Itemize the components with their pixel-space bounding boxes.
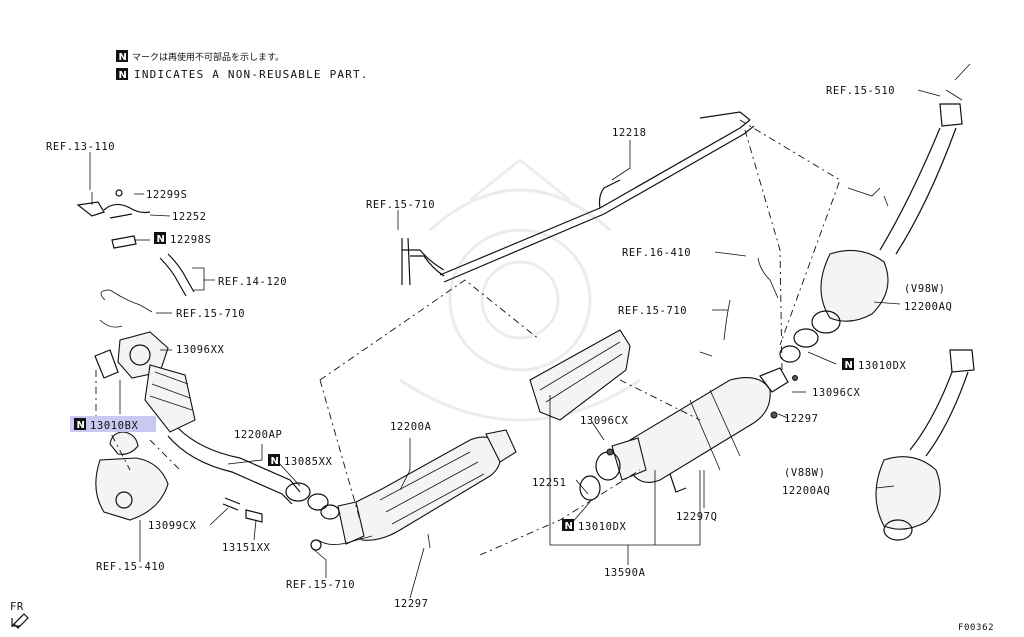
label-ref-15-410[interactable]: REF.15-410 — [96, 561, 165, 573]
label-12200a[interactable]: 12200A — [390, 421, 432, 433]
label-12252[interactable]: 12252 — [172, 211, 207, 223]
n-box-icon — [154, 232, 166, 244]
front-indicator: FR — [10, 601, 29, 629]
label-12298s[interactable]: 12298S — [170, 234, 212, 246]
catalytic-converter-12200a[interactable] — [310, 429, 517, 551]
label-13099cx[interactable]: 13099CX — [148, 520, 197, 532]
label-ref-15-710[interactable]: REF.15-710 — [618, 305, 687, 317]
bracket-13590a — [549, 395, 701, 565]
label-v88w: (V88W) — [784, 467, 826, 479]
front-pipe-assembly[interactable] — [76, 189, 340, 523]
fr-label: FR — [10, 601, 24, 613]
n-mark: N — [119, 52, 127, 63]
catalytic-converter-v98w[interactable] — [757, 63, 971, 363]
label-ref-16-410[interactable]: REF.16-410 — [622, 247, 691, 259]
legend-jp: マークは再使用不可部品を示します。 — [132, 51, 284, 63]
legend: N マークは再使用不可部品を示します。 N INDICATES A NON-RE… — [116, 50, 369, 81]
label-13096cx[interactable]: 13096CX — [580, 415, 629, 427]
label-12297q[interactable]: 12297Q — [676, 511, 718, 523]
n-mark: N — [157, 234, 165, 245]
label-ref-15-710[interactable]: REF.15-710 — [286, 579, 355, 591]
fr-arrow-icon — [13, 613, 29, 629]
label-12200aq[interactable]: 12200AQ — [904, 301, 952, 313]
label-ref-15-710[interactable]: REF.15-710 — [176, 308, 245, 320]
n-mark: N — [119, 70, 127, 81]
label-13010bx[interactable]: 13010BX — [90, 420, 139, 432]
tube-assembly-12218[interactable] — [401, 111, 755, 286]
dpf-assembly-13590a[interactable] — [529, 299, 798, 501]
label-13590a[interactable]: 13590A — [604, 567, 646, 579]
n-box-icon — [116, 50, 128, 62]
highlight-13010bx — [70, 416, 156, 432]
label-12218[interactable]: 12218 — [612, 127, 647, 139]
legend-en: INDICATES A NON-REUSABLE PART. — [134, 68, 369, 81]
label-13010dx[interactable]: 13010DX — [578, 521, 627, 533]
n-box-icon — [74, 418, 86, 430]
label-13096xx[interactable]: 13096XX — [176, 344, 225, 356]
n-box-icon — [116, 68, 128, 80]
label-ref-15-510[interactable]: REF.15-510 — [826, 85, 895, 97]
label-13151xx[interactable]: 13151XX — [222, 542, 271, 554]
label-13096cx[interactable]: 13096CX — [812, 387, 861, 399]
label-13010dx[interactable]: 13010DX — [858, 360, 907, 372]
label-12299s[interactable]: 12299S — [146, 189, 188, 201]
n-mark: N — [77, 420, 85, 431]
label-13085xx[interactable]: 13085XX — [284, 456, 333, 468]
label-ref-15-710[interactable]: REF.15-710 — [366, 199, 435, 211]
label-12297[interactable]: 12297 — [394, 598, 429, 610]
n-mark: N — [565, 521, 573, 532]
label-12200ap[interactable]: 12200AP — [234, 429, 282, 441]
label-v98w: (V98W) — [904, 283, 946, 295]
n-mark: N — [271, 456, 279, 467]
watermark-emblem — [399, 158, 641, 422]
label-ref-14-120[interactable]: REF.14-120 — [218, 276, 287, 288]
label-12200aq[interactable]: 12200AQ — [782, 485, 830, 497]
catalytic-converter-v88w[interactable] — [875, 349, 975, 541]
n-box-icon — [842, 358, 854, 370]
leader-lines — [89, 89, 941, 599]
label-12297[interactable]: 12297 — [784, 413, 819, 425]
label-ref-13-110[interactable]: REF.13-110 — [46, 141, 115, 153]
label-12251[interactable]: 12251 — [532, 477, 567, 489]
n-box-icon — [562, 519, 574, 531]
relation-lines — [319, 119, 841, 556]
part-labels: REF.13-110 12299S 12252 N 12298S REF.14-… — [46, 85, 952, 610]
n-box-icon — [268, 454, 280, 466]
n-mark: N — [845, 360, 853, 371]
diagram-code: F00362 — [958, 623, 994, 633]
